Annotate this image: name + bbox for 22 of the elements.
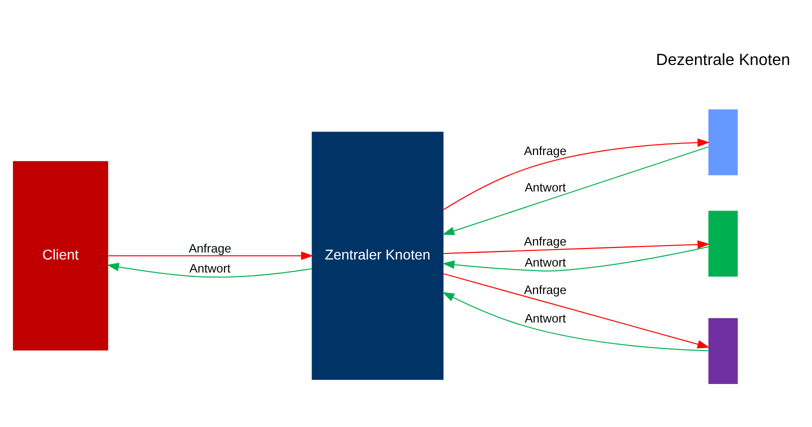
edge-label: Antwort [524,256,566,270]
node-bar [708,318,738,384]
edge-label: Anfrage [524,144,567,158]
edge-label: Antwort [189,262,231,276]
edge-label: Anfrage [188,241,232,256]
arrow [442,246,708,272]
arrow [444,240,710,254]
label: Dezentrale Knoten [656,51,790,70]
node-box: Zentraler Knoten [312,132,444,380]
node-bar [708,210,738,277]
edge-label: Antwort [524,311,566,326]
arrow [444,273,710,348]
arrow [443,138,710,210]
arrow [108,252,314,260]
arrow [442,146,708,236]
node-box: Client [12,161,108,351]
node-bar [708,109,738,176]
arrow [442,292,708,352]
edge-label: Antwort [524,180,566,195]
arrow [106,262,312,278]
edge-label: Anfrage [524,282,567,297]
edge-label: Anfrage [524,234,567,248]
